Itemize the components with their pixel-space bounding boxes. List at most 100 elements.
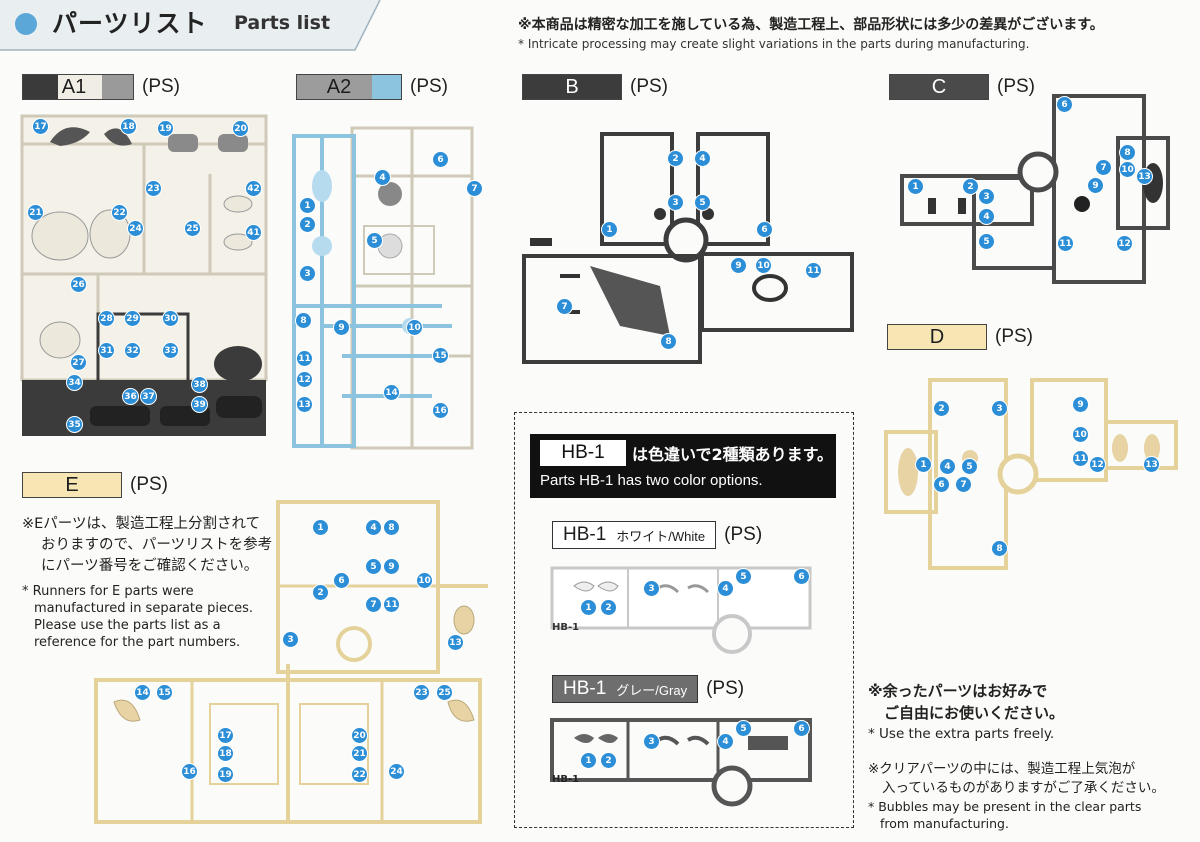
- part-number-a1-20: 20: [232, 120, 249, 137]
- runner-diagram-a1: [20, 114, 268, 436]
- part-number-a2-11: 11: [296, 350, 313, 367]
- manufacturing-note-en: * Intricate processing may create slight…: [518, 37, 1030, 51]
- part-number-d-5: 5: [961, 458, 978, 475]
- part-number-hb-white-2: 2: [600, 599, 617, 616]
- runner-diagram-b: [522, 132, 854, 364]
- runner-code-d: D: [887, 324, 987, 350]
- part-number-a2-1: 1: [299, 197, 316, 214]
- header-bullet-icon: [15, 13, 37, 35]
- part-number-a2-5: 5: [366, 232, 383, 249]
- hb-1-gray-material: (PS): [706, 678, 745, 699]
- part-number-c-4: 4: [978, 208, 995, 225]
- part-number-a1-26: 26: [70, 276, 87, 293]
- runner-material-b: (PS): [630, 76, 668, 97]
- part-number-a1-30: 30: [162, 310, 179, 327]
- runner-label-e: E (PS): [22, 472, 168, 498]
- part-number-a1-27: 27: [70, 354, 87, 371]
- part-number-hb-white-4: 4: [717, 580, 734, 597]
- hb-1-white-code: HB-1: [563, 524, 607, 545]
- part-number-hb-white-6: 6: [793, 568, 810, 585]
- part-number-e-24: 24: [388, 763, 405, 780]
- extra-parts-note: ※余ったパーツはお好みで ご自由にお使いください。 * Use the extr…: [868, 680, 1064, 742]
- part-number-b-10: 10: [755, 257, 772, 274]
- part-number-b-7: 7: [556, 298, 573, 315]
- hb-1-banner-code: HB-1: [540, 440, 626, 466]
- part-number-a2-14: 14: [383, 384, 400, 401]
- runner-label-b: B (PS): [522, 74, 668, 100]
- part-number-a1-17: 17: [32, 118, 49, 135]
- runner-label-a1: A1 (PS): [22, 74, 180, 100]
- runner-diagram-hb-1-gray: [550, 718, 812, 807]
- part-number-e-5: 5: [365, 558, 382, 575]
- part-number-d-6: 6: [933, 476, 950, 493]
- bubble-note-jp-line1: ※クリアパーツの中には、製造工程上気泡が: [868, 761, 1136, 777]
- part-number-a1-38: 38: [191, 376, 208, 393]
- part-number-a2-6: 6: [432, 151, 449, 168]
- part-number-e-20: 20: [351, 727, 368, 744]
- part-number-d-11: 11: [1072, 450, 1089, 467]
- part-number-e-4: 4: [365, 519, 382, 536]
- runner-code-a1: A1: [22, 74, 134, 100]
- part-number-a1-22: 22: [111, 204, 128, 221]
- part-number-hb-gray-3: 3: [643, 733, 660, 750]
- part-number-e-19: 19: [217, 766, 234, 783]
- part-number-a1-19: 19: [157, 120, 174, 137]
- e-note-jp-line2: おりますので、パーツリストを参考: [41, 537, 273, 553]
- part-number-c-10: 10: [1119, 161, 1136, 178]
- part-number-b-3: 3: [667, 194, 684, 211]
- bubble-note-en-line2: from manufacturing.: [880, 816, 1009, 831]
- page-title-en: Parts list: [234, 12, 331, 34]
- part-number-d-12: 12: [1089, 456, 1106, 473]
- hb-1-banner-en: Parts HB-1 has two color options.: [540, 472, 763, 489]
- part-number-e-11: 11: [383, 596, 400, 613]
- part-number-a1-21: 21: [27, 204, 44, 221]
- runner-code-c: C: [889, 74, 989, 100]
- part-number-e-3: 3: [282, 631, 299, 648]
- page-title-jp: パーツリスト: [52, 9, 208, 38]
- part-number-a1-34: 34: [66, 374, 83, 391]
- part-number-a1-25: 25: [184, 220, 201, 237]
- part-number-a1-33: 33: [162, 342, 179, 359]
- runner-diagram-c: [900, 94, 1170, 284]
- runner-label-a2: A2 (PS): [296, 74, 448, 100]
- hb-1-white-box: HB-1 ホワイト/White: [552, 521, 717, 549]
- part-number-a2-15: 15: [432, 347, 449, 364]
- part-number-b-6: 6: [756, 221, 773, 238]
- part-number-a2-7: 7: [466, 180, 483, 197]
- part-number-e-6: 6: [333, 572, 350, 589]
- part-number-hb-white-1: 1: [580, 599, 597, 616]
- part-number-a2-12: 12: [296, 371, 313, 388]
- part-number-e-7: 7: [365, 596, 382, 613]
- extra-note-en: * Use the extra parts freely.: [868, 726, 1055, 742]
- hb-1-gray-runner-tag: HB-1: [552, 774, 580, 785]
- part-number-e-2: 2: [312, 584, 329, 601]
- part-number-a2-2: 2: [299, 216, 316, 233]
- part-number-e-18: 18: [217, 745, 234, 762]
- runner-material-a1: (PS): [142, 76, 180, 97]
- part-number-e-22: 22: [351, 766, 368, 783]
- runner-material-e: (PS): [130, 474, 168, 495]
- part-number-e-13: 13: [447, 634, 464, 651]
- runner-code-b: B: [522, 74, 622, 100]
- runner-code-a2-text: A2: [326, 75, 352, 98]
- part-number-c-6: 6: [1056, 96, 1073, 113]
- part-number-e-21: 21: [351, 745, 368, 762]
- part-number-hb-gray-2: 2: [600, 752, 617, 769]
- part-number-e-10: 10: [416, 572, 433, 589]
- runner-label-d: D (PS): [887, 324, 1033, 350]
- part-number-c-3: 3: [978, 188, 995, 205]
- e-note-en-line4: reference for the part numbers.: [34, 635, 241, 650]
- part-number-e-8: 8: [383, 519, 400, 536]
- part-number-a2-9: 9: [333, 319, 350, 336]
- part-number-e-14: 14: [134, 684, 151, 701]
- part-number-c-7: 7: [1095, 159, 1112, 176]
- part-number-hb-gray-6: 6: [793, 720, 810, 737]
- part-number-b-1: 1: [601, 221, 618, 238]
- runner-diagram-hb-1-white: [550, 566, 812, 654]
- part-number-e-25: 25: [436, 684, 453, 701]
- runner-code-a1-text: A1: [61, 75, 87, 98]
- part-number-hb-white-3: 3: [643, 580, 660, 597]
- part-number-a2-10: 10: [406, 319, 423, 336]
- part-number-a2-3: 3: [299, 265, 316, 282]
- hb-1-white-runner-tag: HB-1: [552, 622, 580, 633]
